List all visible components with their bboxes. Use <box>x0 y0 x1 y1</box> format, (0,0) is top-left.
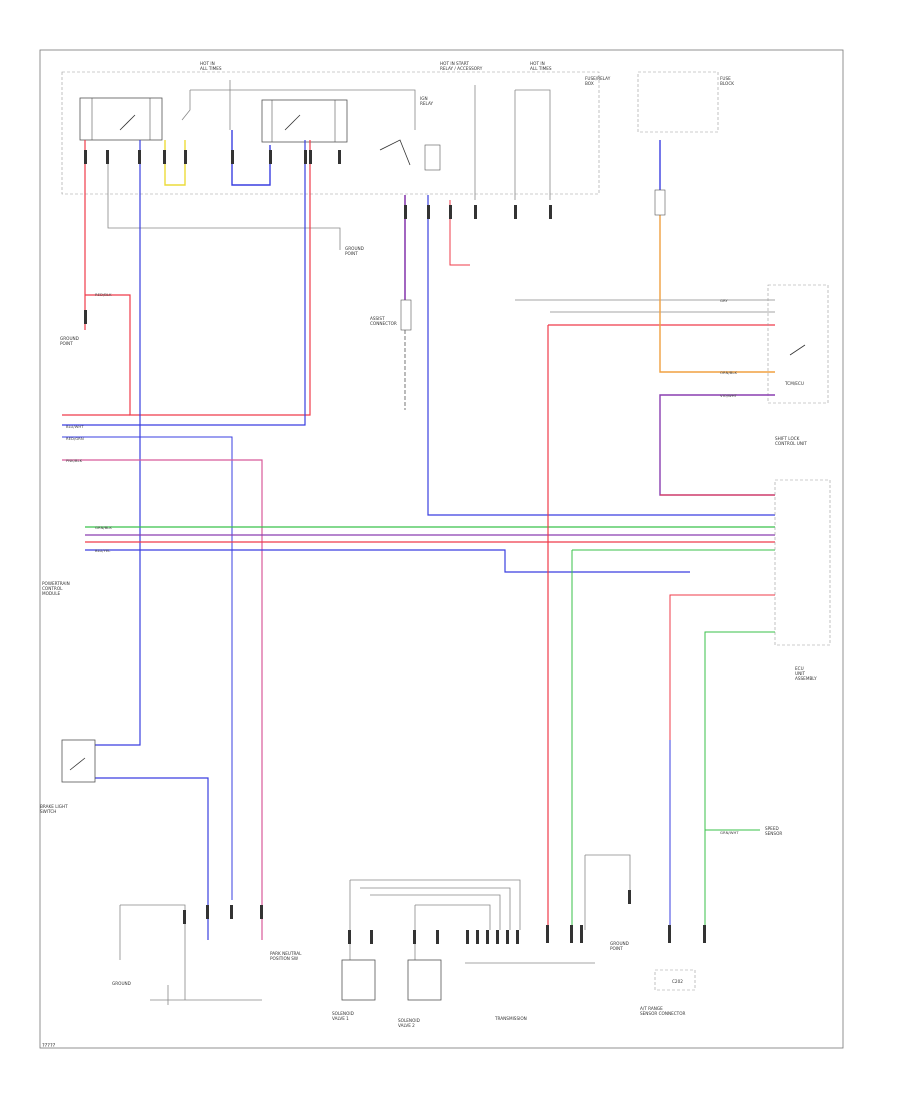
wire-label-1: RED/BLK <box>95 292 112 297</box>
blue-wire-upper <box>62 140 306 426</box>
top-connector-pins <box>84 150 552 324</box>
green-wire-right <box>704 631 775 925</box>
brake-switch-box <box>61 739 96 783</box>
blue-wire-vertical <box>95 140 141 746</box>
wire-label-9: ORN/BLK <box>720 370 737 375</box>
label-bottom-left-gnd: GROUND <box>112 981 131 986</box>
wire-label-8: VIO/WHT <box>720 393 738 398</box>
purple-wire-right <box>659 394 775 496</box>
ignition-switch <box>379 139 441 171</box>
top-fuse-box-outline <box>61 71 600 195</box>
top-right-box-outline <box>637 71 719 133</box>
blue-loop-wire <box>231 130 271 186</box>
wire-code-labels: RED/BLK BLU/WHT RED/GRN GRN/BLK BLU/YEL … <box>66 292 739 835</box>
blue-wire-long <box>427 195 775 516</box>
right-module-outline <box>774 479 831 646</box>
yellow-wire <box>164 140 186 186</box>
bus-blue <box>85 549 690 573</box>
wire-label-3: RED/GRN <box>66 436 84 441</box>
relay-left <box>79 97 163 141</box>
footer-code: ????? <box>42 1043 56 1049</box>
wire-label-10: GRN/WHT <box>720 830 739 835</box>
wire-label-4: GRN/BLK <box>95 525 112 530</box>
wire-label-7: GRY <box>720 298 728 303</box>
orange-wire <box>659 215 775 373</box>
label-right-box: TCM/ECU <box>784 381 804 386</box>
diagram-frame <box>39 49 844 1049</box>
red-wire-left <box>85 140 311 416</box>
label-connector-c202: C202 <box>672 979 683 984</box>
wire-label-6: PNK/BLK <box>66 458 83 463</box>
purple-wire <box>62 459 263 940</box>
bottom-connector-pins <box>183 890 706 944</box>
center-connector <box>400 299 412 331</box>
solenoid-valve-1-box <box>341 959 376 1001</box>
solenoid-valve-2-box <box>407 959 442 1001</box>
label-transmission: TRANSMISSION <box>494 1016 527 1021</box>
wire-label-5: BLU/YEL <box>95 548 111 553</box>
shift-lock-unit-outline <box>767 284 829 404</box>
wire-label-2: BLU/WHT <box>66 424 84 429</box>
relay-mid <box>261 99 348 143</box>
